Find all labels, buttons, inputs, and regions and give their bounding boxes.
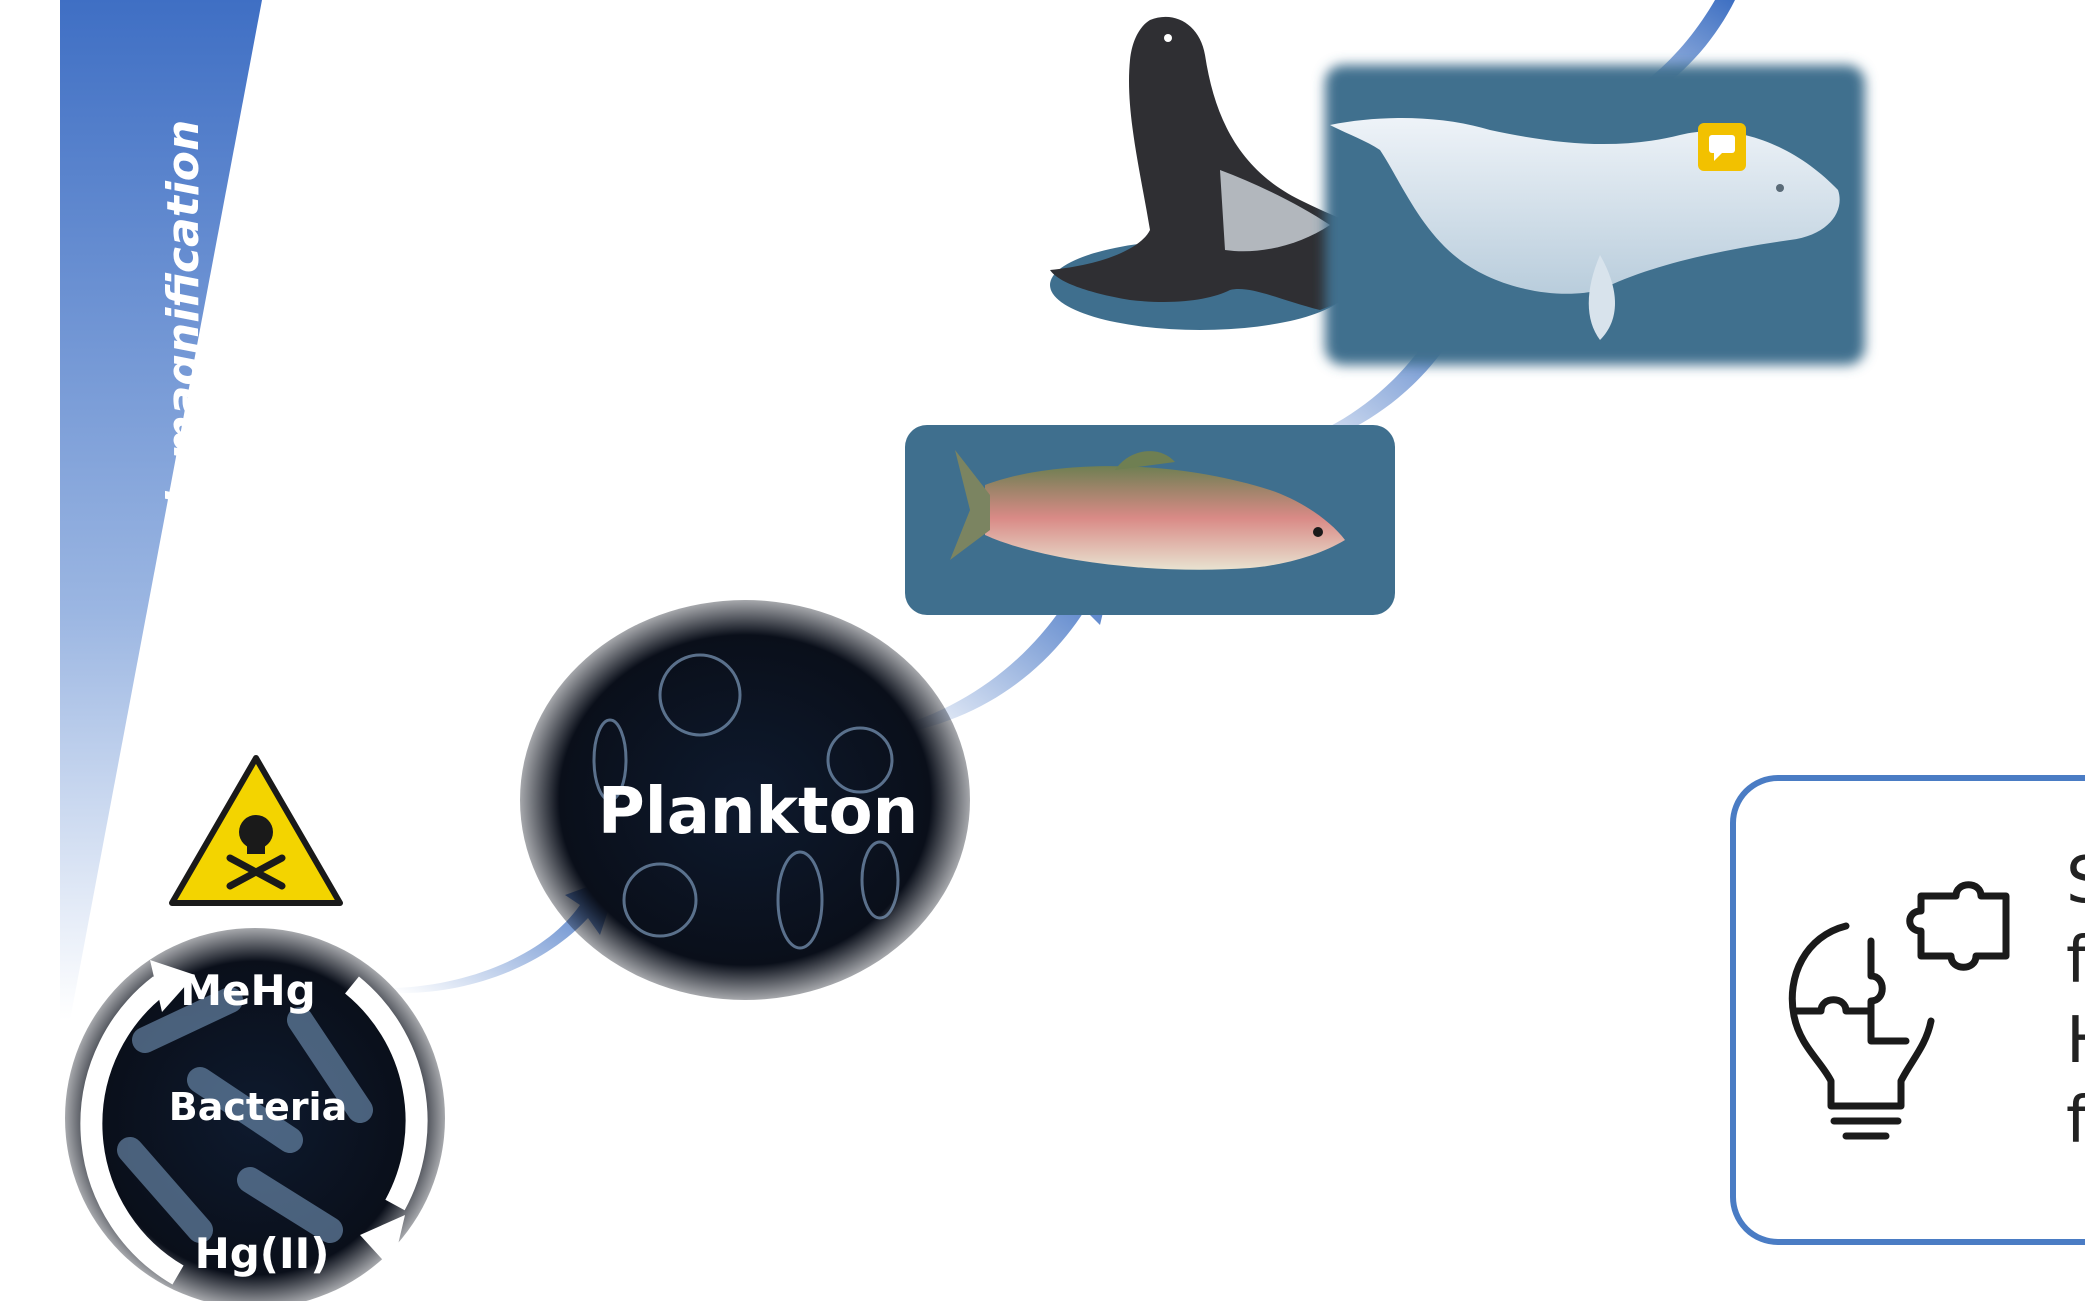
- callout-line-4: f: [2066, 1081, 2085, 1161]
- plankton-node: Plankton: [520, 600, 970, 1000]
- hg2-label: Hg(II): [195, 1229, 330, 1278]
- bacteria-node: MeHg Bacteria Hg(II): [65, 928, 445, 1301]
- callout-line-3: H: [2066, 1001, 2085, 1081]
- callout-box: S f H f: [1730, 775, 2085, 1245]
- hazard-skull-icon: [172, 758, 340, 903]
- whale-node: [1325, 65, 1865, 365]
- callout-text: S f H f: [2066, 841, 2085, 1161]
- callout-line-1: S: [2066, 841, 2085, 921]
- callout-line-2: f: [2066, 921, 2085, 1001]
- comment-icon[interactable]: [1698, 123, 1746, 171]
- biomagnification-label: Biomagnification: [158, 120, 209, 540]
- fish-node: [905, 425, 1395, 615]
- mehg-label: MeHg: [180, 966, 316, 1015]
- lightbulb-puzzle-icon: [1776, 881, 2026, 1141]
- plankton-label: Plankton: [598, 775, 918, 849]
- bacteria-label: Bacteria: [169, 1085, 347, 1129]
